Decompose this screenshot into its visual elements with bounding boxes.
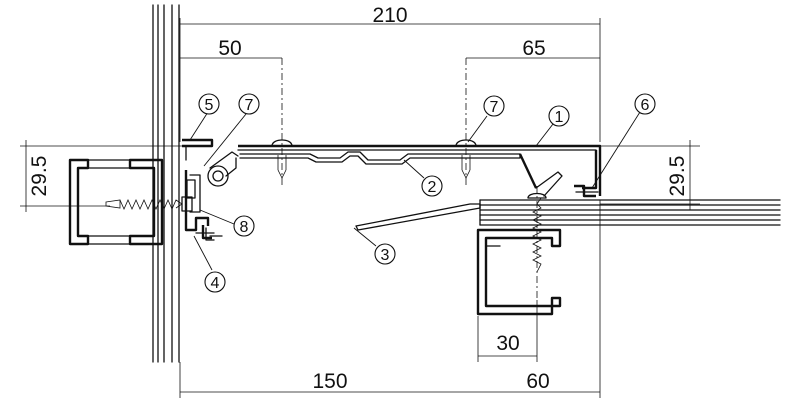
callout-6: 6	[634, 93, 656, 115]
dim-inner-width-label: 30	[496, 332, 519, 355]
clamp-bracket	[184, 170, 223, 241]
svg-text:5: 5	[205, 97, 214, 114]
svg-text:7: 7	[245, 97, 254, 114]
dim-left-height-label: 29.5	[28, 156, 51, 197]
right-steel-channel	[476, 228, 562, 316]
dim-top-total-label: 210	[372, 4, 407, 27]
callout-5: 5	[198, 93, 220, 115]
glazing-panels	[479, 199, 781, 226]
callout-2: 2	[421, 175, 443, 197]
callout-1: 1	[548, 105, 570, 127]
callout-7-left: 7	[238, 93, 260, 115]
dimension-inner-width: 30	[477, 300, 538, 362]
right-clip	[574, 184, 599, 198]
svg-text:6: 6	[641, 97, 650, 114]
svg-text:7: 7	[490, 99, 499, 116]
callout-7-right: 7	[483, 95, 505, 117]
dimension-top-total: 210	[179, 4, 601, 142]
main-profile	[237, 144, 602, 197]
dim-right-height-label: 29.5	[666, 156, 689, 197]
callout-leaders	[189, 111, 641, 271]
svg-text:1: 1	[555, 109, 564, 126]
svg-text:3: 3	[381, 247, 390, 264]
dim-top-left-label: 50	[218, 37, 241, 60]
callout-3: 3	[374, 243, 396, 265]
svg-text:2: 2	[428, 179, 437, 196]
left-steel-channel	[68, 158, 164, 246]
dimension-top-right: 65	[466, 37, 600, 60]
svg-text:8: 8	[240, 219, 249, 236]
right-vertical-screw	[527, 186, 547, 300]
dimension-left-height: 29.5	[20, 140, 190, 212]
dim-bottom-left-label: 150	[312, 370, 347, 393]
svg-text:4: 4	[211, 275, 220, 292]
drip-sheet	[355, 203, 481, 231]
wall-section	[152, 4, 180, 363]
dim-top-right-label: 65	[522, 37, 545, 60]
callout-4: 4	[204, 271, 226, 293]
dimension-right-height: 29.5	[600, 140, 700, 210]
dimension-bottom: 150 60	[179, 200, 601, 398]
callout-8: 8	[233, 215, 255, 237]
hinge-roll	[207, 151, 239, 187]
dimension-top-left: 50	[180, 37, 282, 60]
wall-cap	[182, 138, 214, 161]
dim-bottom-right-label: 60	[526, 370, 549, 393]
